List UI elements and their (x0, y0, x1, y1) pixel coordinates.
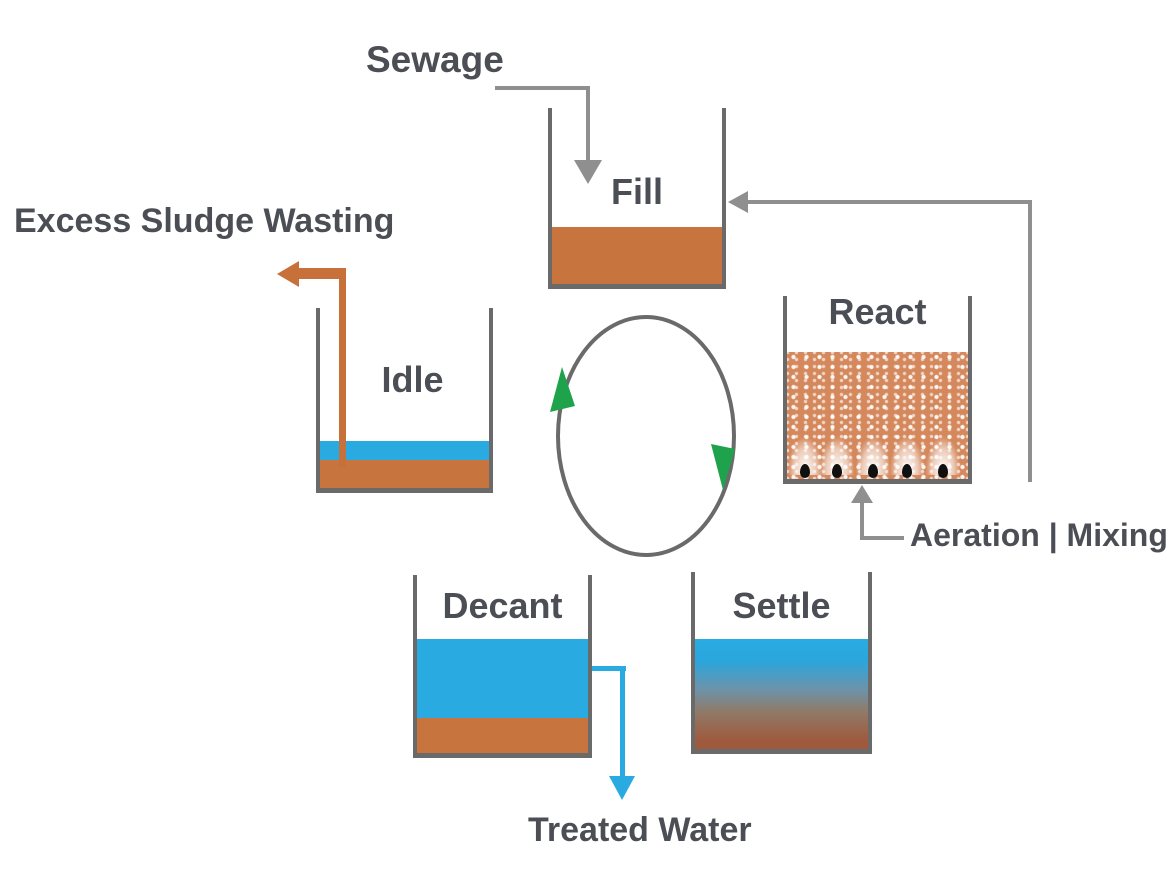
sludge-waste-pipe-horizontal (297, 268, 346, 279)
arrow-down-blue-icon (609, 776, 635, 800)
decant-tank-sludge-layer (417, 718, 588, 753)
sewage-pipe-horizontal (495, 86, 590, 90)
diffuser-dot-icon (868, 464, 878, 478)
return-line-vertical (1028, 200, 1032, 482)
diffuser-icon (788, 437, 822, 479)
cycle-circle (550, 315, 736, 557)
return-line-horizontal (746, 200, 1032, 204)
arrow-left-orange-icon (277, 261, 299, 287)
diffuser-dot-icon (800, 464, 810, 478)
sewage-label: Sewage (366, 39, 504, 80)
diffuser-icon (856, 437, 890, 479)
fill-tank-liquid (552, 227, 722, 284)
decant-tank (413, 575, 592, 758)
treated-water-pipe-horizontal (592, 666, 626, 671)
diffuser-icon (926, 437, 960, 479)
settle-tank (691, 572, 872, 754)
aeration-pointer-horizontal (860, 536, 904, 540)
excess-sludge-wasting-label: Excess Sludge Wasting (14, 202, 395, 240)
diffuser-icon (820, 437, 854, 479)
react-stage-label: React (828, 291, 927, 332)
diffuser-dot-icon (832, 464, 842, 478)
arrow-up-icon (851, 485, 873, 503)
sludge-waste-pipe-vertical (339, 268, 346, 467)
idle-tank (316, 308, 493, 493)
idle-tank-sludge-layer (320, 460, 489, 488)
arrow-down-icon (574, 160, 602, 184)
settle-stage-label: Settle (732, 585, 831, 626)
diffuser-icon (890, 437, 924, 479)
treated-water-label: Treated Water (528, 811, 752, 849)
idle-tank-water-layer (320, 441, 489, 460)
react-tank (783, 296, 972, 484)
cycle-arrow-down-icon (711, 444, 735, 490)
aeration-mixing-label: Aeration | Mixing (910, 517, 1168, 553)
aeration-pointer-vertical (860, 500, 864, 540)
fill-tank (548, 108, 726, 289)
treated-water-pipe-vertical (620, 666, 625, 780)
fill-stage-label: Fill (611, 171, 663, 212)
cycle-ellipse (556, 315, 736, 557)
decant-stage-label: Decant (442, 585, 563, 626)
decant-tank-water-layer (417, 639, 588, 718)
cycle-arrow-up-icon (550, 367, 575, 412)
diffuser-dot-icon (938, 464, 948, 478)
react-tank-mixed-liquor (787, 352, 968, 479)
sewage-pipe-vertical (586, 86, 590, 164)
arrow-left-icon (728, 191, 748, 213)
idle-stage-label: Idle (381, 359, 444, 400)
settle-tank-settling-layer (695, 639, 868, 749)
diffuser-dot-icon (902, 464, 912, 478)
